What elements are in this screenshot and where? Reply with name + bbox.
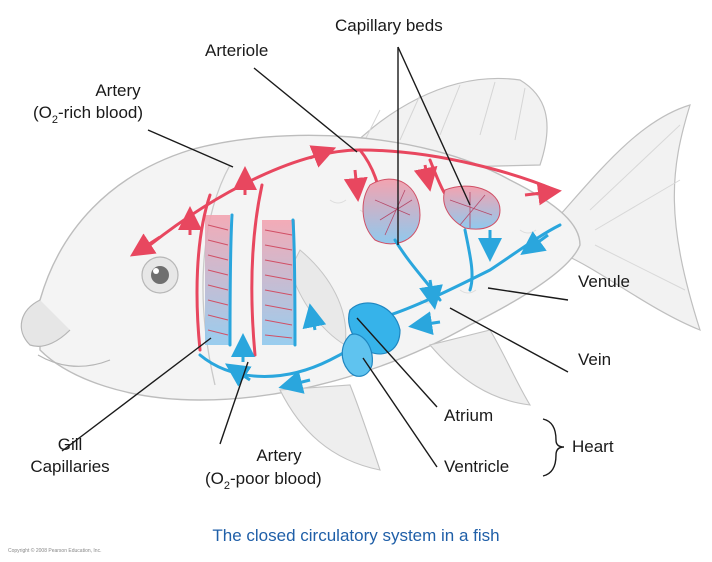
label-atrium: Atrium bbox=[444, 406, 493, 425]
heart bbox=[342, 303, 400, 376]
label-vein: Vein bbox=[578, 350, 611, 369]
label-artery-poor-detail: (O2-poor blood) bbox=[205, 469, 322, 492]
label-artery-poor: Artery bbox=[256, 446, 302, 465]
label-heart: Heart bbox=[572, 437, 614, 456]
label-gill-capillaries: Capillaries bbox=[30, 457, 109, 476]
label-ventricle: Ventricle bbox=[444, 457, 509, 476]
label-venule: Venule bbox=[578, 272, 630, 291]
eye-icon bbox=[142, 257, 178, 293]
label-capillary-beds: Capillary beds bbox=[335, 16, 443, 35]
label-artery-rich-detail: (O2-rich blood) bbox=[33, 103, 143, 126]
label-arteriole: Arteriole bbox=[205, 41, 268, 60]
copyright: Copyright © 2008 Pearson Education, Inc. bbox=[8, 547, 101, 554]
label-artery-rich: Artery bbox=[95, 81, 141, 100]
label-gill: Gill bbox=[58, 435, 83, 454]
caption: The closed circulatory system in a fish bbox=[212, 526, 499, 545]
